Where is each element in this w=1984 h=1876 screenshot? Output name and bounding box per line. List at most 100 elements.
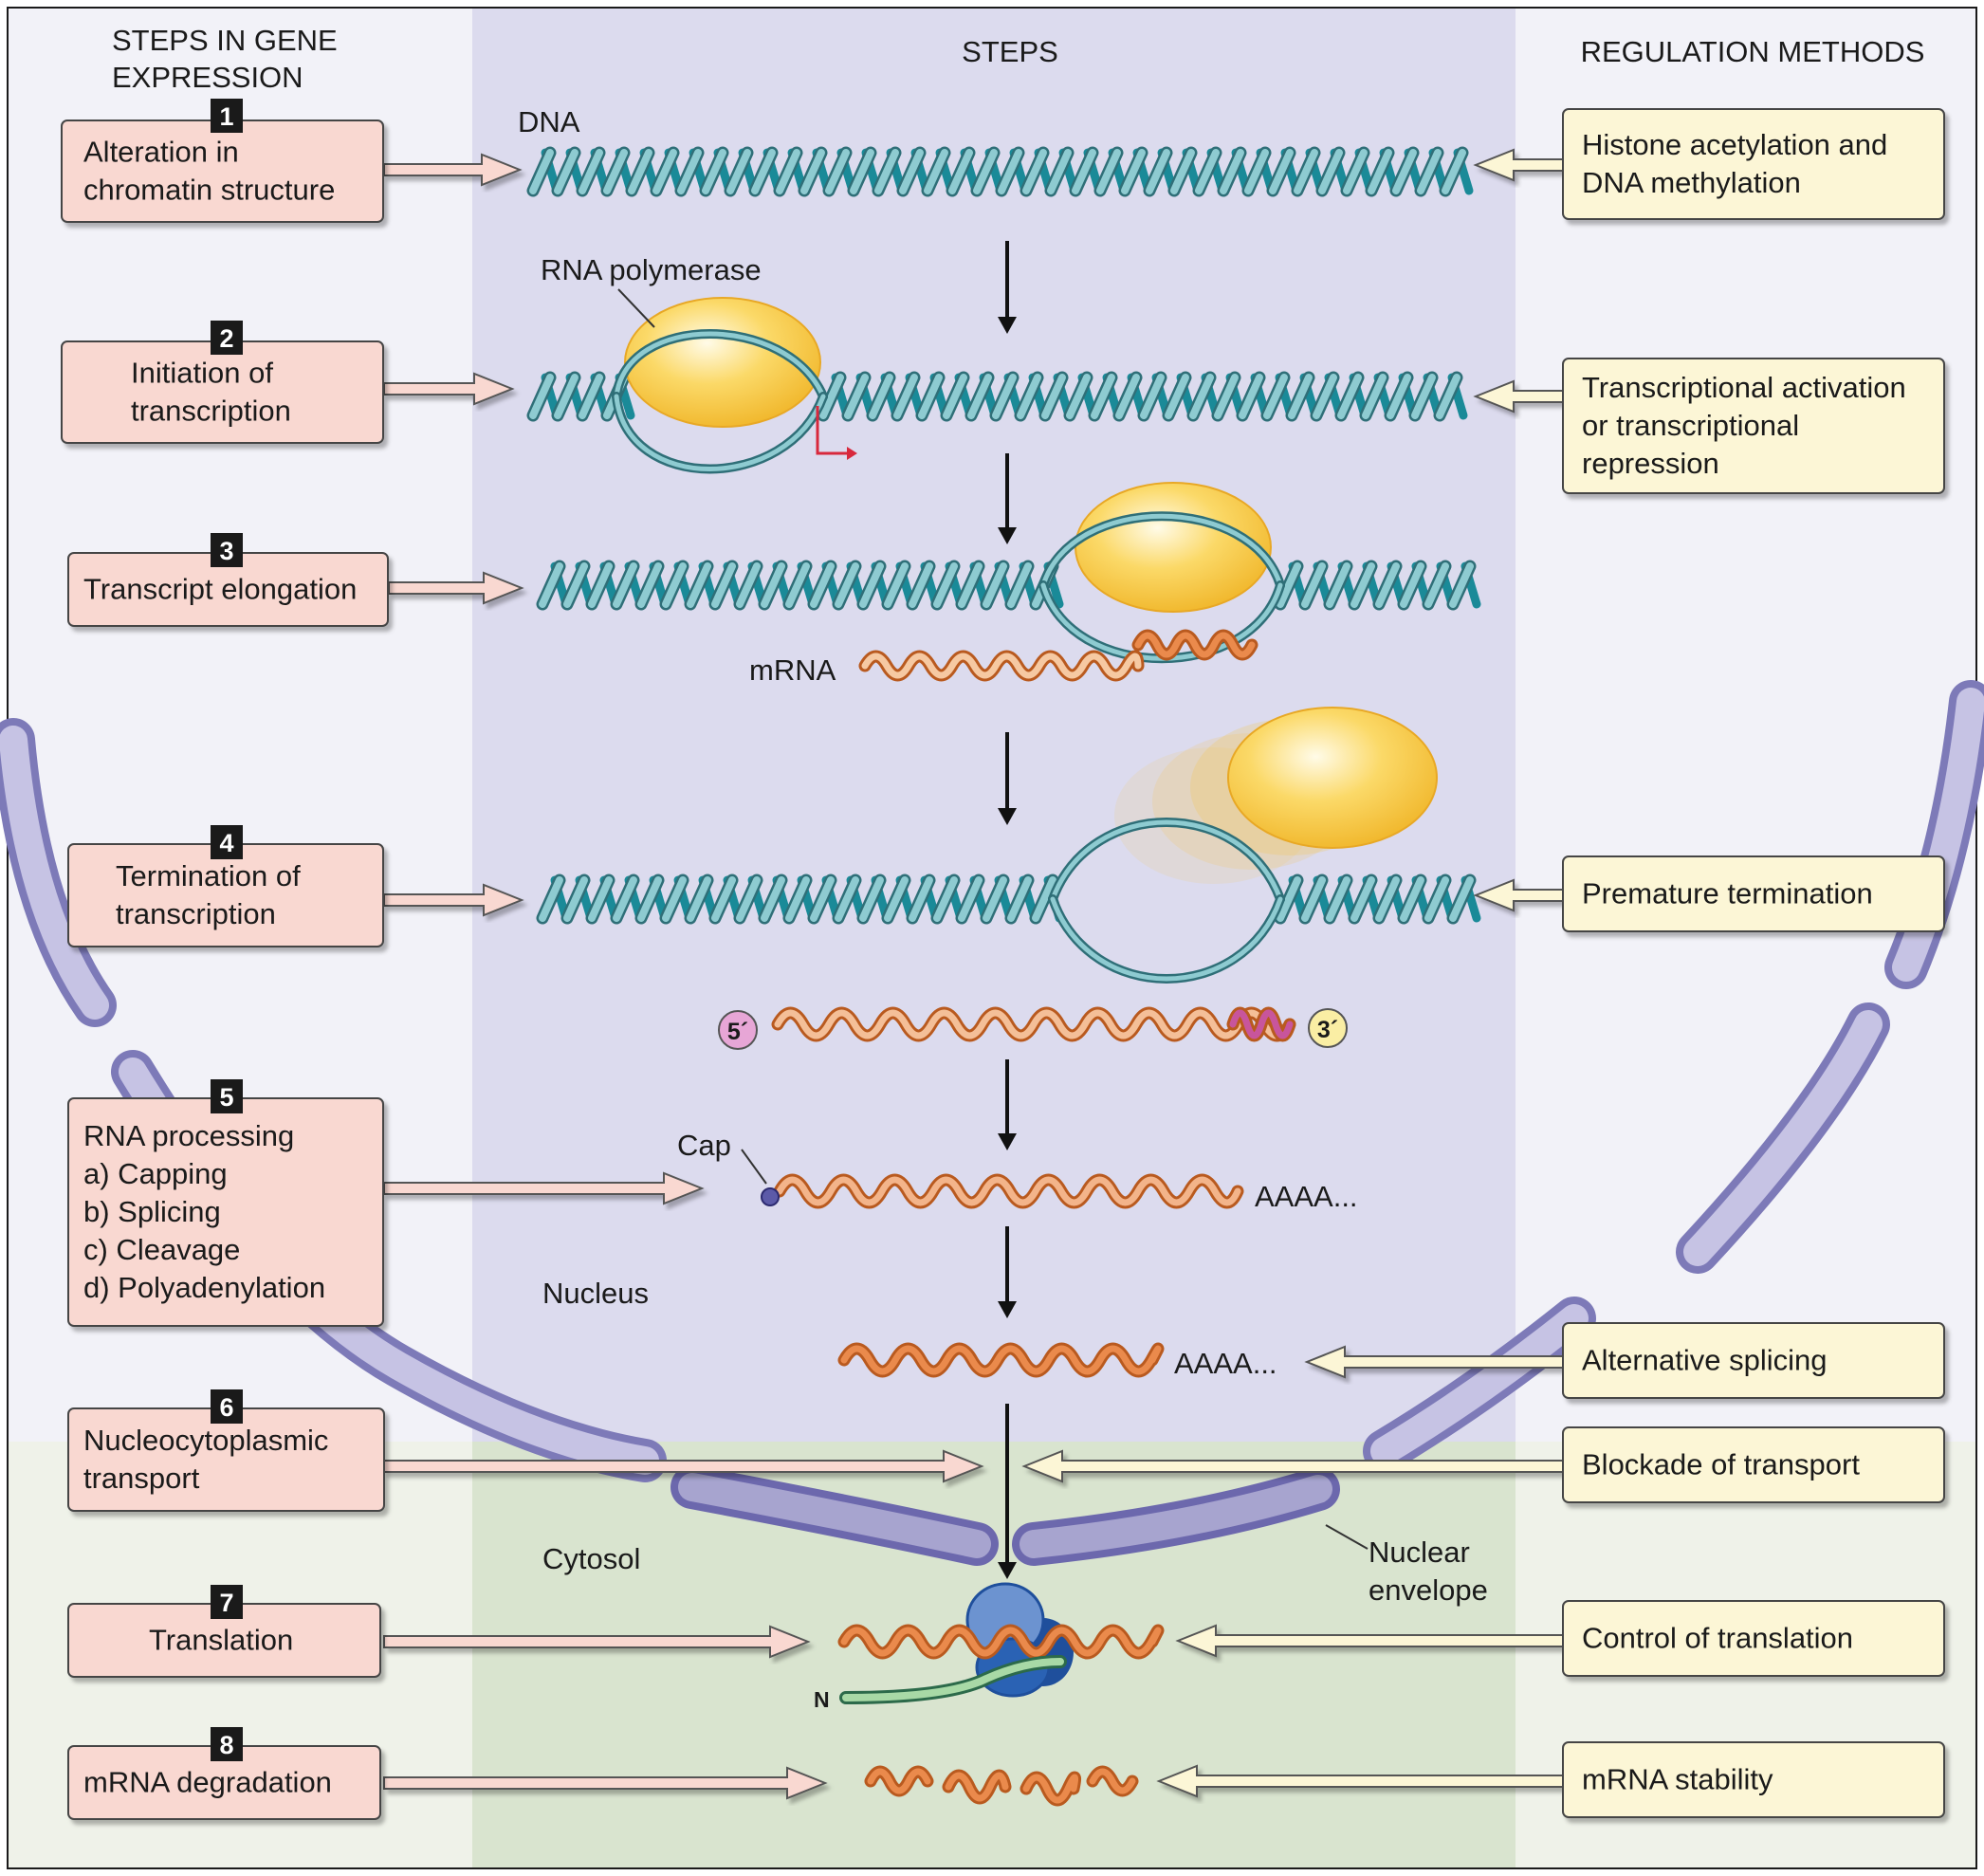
ribosome-mrna [837,1624,1165,1660]
regulation-box-2: Transcriptional activation or transcripti… [1562,358,1945,494]
step-4-text-line: Termination of [116,859,301,892]
step-number: 5 [219,1083,233,1112]
step-6-text-line: transport [83,1462,200,1495]
mrna-strand-step3 [858,650,1145,682]
dna-bubble-strand-bottom [614,394,826,471]
step-5-text-line: a) Capping [83,1157,228,1190]
mrna-strand-step3-nascent [1131,629,1258,661]
rna-polymerase-step2 [624,297,821,428]
step-5-text-line: b) Splicing [83,1195,221,1228]
step-3-text-line: Transcript elongation [83,573,357,606]
regulation2-connector-arrow [1473,379,1568,414]
step-number: 7 [219,1589,233,1617]
transcription-start-arrowhead [847,447,857,460]
dna-helix-step1 [526,146,1474,197]
poly-a-tail-label-2: AAAA... [1174,1347,1277,1380]
dna-bubble-strand-top [614,331,826,399]
cap-label: Cap [677,1129,731,1162]
rna-polymerase-group [624,297,1438,884]
mrna-layer [771,629,1296,1807]
step-5-text-line: RNA processing [83,1119,294,1152]
flow-arrows [998,241,1017,1579]
rna-polymerase-pointer [617,288,655,328]
mrna-fragment [1086,1765,1139,1797]
polypeptide-chain-core [842,1658,1064,1701]
regulation-3-text-line: Premature termination [1582,877,1873,910]
step-2-text-line: transcription [131,395,291,428]
rna-polymerase-step3 [1075,482,1272,613]
dna-helix-step2-right [817,371,1468,422]
step6-connector-arrow [383,1449,984,1483]
step-number: 2 [219,324,233,353]
left-column-title-line1: STEPS IN GENE [112,24,338,57]
nuclear-envelope-pointer [1325,1524,1369,1550]
step3-connector-arrow [388,571,524,605]
mrna-fragment [942,1769,1012,1805]
step4-connector-arrow [383,883,524,917]
flow-arrowhead [998,808,1017,825]
step-1-text-line: chromatin structure [83,174,335,207]
dna-bubble-strand-bottom [1050,896,1283,982]
rna-polymerase-label: RNA polymerase [541,253,762,286]
step-number: 8 [219,1731,233,1759]
step-5-text-line: d) Polyadenylation [83,1271,325,1304]
step-1-text-line: Alteration in [83,136,239,169]
regulation-2-text-line: repression [1582,447,1719,480]
regulation-6-text-line: Control of translation [1582,1622,1853,1655]
mrna-fragment [864,1765,934,1797]
regulation-1-text-line: DNA methylation [1582,166,1801,199]
step5-connector-arrow [383,1171,705,1205]
step8-connector-arrow [383,1766,828,1800]
rna-polymerase-step4 [1227,707,1438,849]
flow-arrowhead [998,1301,1017,1318]
regulation1-connector-arrow [1473,148,1568,182]
flow-arrowhead [998,1133,1017,1150]
three-prime-marker: 3´ [1308,1008,1348,1048]
left-column-title-line2: EXPRESSION [112,61,303,94]
nucleus-label: Nucleus [542,1277,649,1310]
step-number-badge: 5 [211,1079,243,1113]
regulation-1-text-line: Histone acetylation and [1582,128,1887,161]
step-box-1: Alteration in chromatin structure 1 [61,99,384,223]
cap-icon [761,1187,780,1206]
nuclear-envelope-label-line2: envelope [1369,1573,1488,1607]
step-number-badge: 8 [211,1727,243,1761]
regulation-box-7: mRNA stability [1562,1741,1945,1818]
step-box-3: Transcript elongation 3 [67,533,389,627]
step-box-4: Termination of transcription 4 [67,825,384,947]
center-column-title: STEPS [962,35,1058,68]
dna-helix-step4-right [1274,874,1481,925]
dna-helix-step3-right [1274,560,1481,611]
step-number-badge: 3 [211,533,243,567]
step7-connector-arrow [383,1625,811,1659]
transcription-start-icon [816,406,849,455]
step-4-text-line: transcription [116,897,276,930]
five-prime-label: 5´ [727,1019,748,1045]
regulation-7-text-line: mRNA stability [1582,1763,1773,1796]
regulation5-connector-arrow [1021,1449,1568,1483]
step-number: 1 [219,102,233,131]
step-number-badge: 4 [211,825,243,859]
pre-mrna-3prime-end [1226,1006,1296,1042]
regulation3-connector-arrow [1473,878,1568,912]
n-terminus-label: N [814,1687,830,1712]
step-number: 4 [219,829,233,857]
regulation-box-3: Premature termination [1562,855,1945,932]
three-prime-label: 3´ [1317,1017,1338,1043]
mrna-fragment [1020,1771,1081,1807]
flow-arrowhead [998,317,1017,334]
regulation-box-4: Alternative splicing [1562,1322,1945,1399]
regulation-2-text-line: Transcriptional activation [1582,371,1906,404]
nuclear-envelope-label-line1: Nuclear [1369,1536,1470,1569]
step-number-badge: 1 [211,99,243,133]
regulation-2-text-line: or transcriptional [1582,409,1799,442]
regulation7-connector-arrow [1156,1764,1568,1798]
regulation-5-text-line: Blockade of transport [1582,1448,1860,1481]
dna-label: DNA [518,105,580,138]
